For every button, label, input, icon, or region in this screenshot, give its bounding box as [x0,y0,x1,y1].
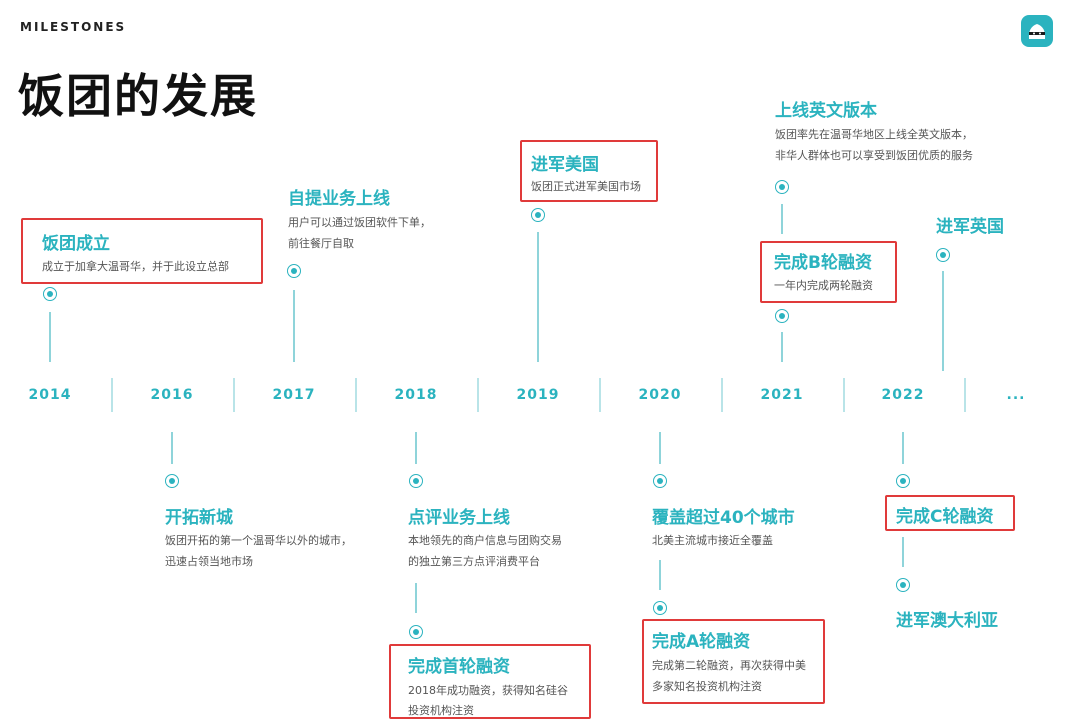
milestone-desc-english-1: 饭团率先在温哥华地区上线全英文版本， [775,128,973,141]
milestone-desc-first-round-2: 投资机构注资 [408,704,474,717]
milestone-title-first-round: 完成首轮融资 [408,657,510,677]
milestone-dot-2020-cities [653,474,667,488]
milestone-dot-2022-uk [936,248,950,262]
milestone-dot-2021-series-b [775,309,789,323]
milestone-title-pickup: 自提业务上线 [288,189,390,209]
connector-line [171,432,173,464]
connector-line [49,312,51,362]
axis-separator [843,378,845,412]
mascot-logo-icon [1021,15,1053,47]
year-label-2018: 2018 [394,387,438,403]
milestone-title-series-a: 完成A轮融资 [652,632,751,652]
milestone-desc-founded: 成立于加拿大温哥华，并于此设立总部 [42,260,229,273]
highlight-box-series-c [885,495,1015,531]
connector-line [659,560,661,590]
milestone-dot-2018-funding [409,625,423,639]
milestone-title-series-b: 完成B轮融资 [774,253,872,273]
milestone-title-australia: 进军澳大利亚 [896,611,998,631]
connector-line [902,537,904,567]
milestone-title-uk: 进军英国 [936,217,1004,237]
milestone-desc-english-2: 非华人群体也可以享受到饭团优质的服务 [775,149,973,162]
connector-line [293,290,295,362]
axis-separator [964,378,966,412]
year-label-2019: 2019 [516,387,560,403]
milestone-dot-2020-series-a [653,601,667,615]
milestone-title-series-c: 完成C轮融资 [896,507,994,527]
year-label-2021: 2021 [760,387,804,403]
highlight-box-us [520,140,658,202]
year-label-2017: 2017 [272,387,316,403]
milestone-title-founded: 饭团成立 [42,234,110,254]
axis-separator [721,378,723,412]
highlight-box-series-a [642,619,825,704]
connector-line [781,204,783,234]
milestone-desc-series-a-1: 完成第二轮融资，再次获得中美 [652,659,806,672]
connector-line [902,432,904,464]
year-label-2014: 2014 [28,387,72,403]
connector-line [415,583,417,613]
highlight-box-founded [21,218,263,284]
year-label-2022: 2022 [881,387,925,403]
milestone-title-new-city: 开拓新城 [165,508,233,528]
highlight-box-series-b [760,241,897,303]
connector-line [537,232,539,362]
connector-line [781,332,783,362]
milestone-desc-pickup-1: 用户可以通过饭团软件下单， [288,216,431,229]
connector-line [659,432,661,464]
highlight-box-first-round [389,644,591,719]
milestone-desc-cities: 北美主流城市接近全覆盖 [652,534,773,547]
milestone-dot-2017 [287,264,301,278]
section-tag: MILESTONES [20,20,127,34]
milestone-desc-series-a-2: 多家知名投资机构注资 [652,680,762,693]
year-label-2020: 2020 [638,387,682,403]
milestone-dot-2021-english [775,180,789,194]
milestone-desc-first-round-1: 2018年成功融资，获得知名硅谷 [408,684,568,697]
milestone-desc-series-b: 一年内完成两轮融资 [774,279,873,292]
milestone-title-us: 进军美国 [531,155,599,175]
page-title: 饭团的发展 [18,69,258,123]
milestone-dot-2022-series-c [896,474,910,488]
connector-line [415,432,417,464]
milestone-dot-2022-australia [896,578,910,592]
axis-separator [233,378,235,412]
milestone-title-cities: 覆盖超过40个城市 [652,508,795,528]
axis-separator [599,378,601,412]
milestone-desc-review-1: 本地领先的商户信息与团购交易 [408,534,562,547]
milestone-dot-2014 [43,287,57,301]
axis-separator [477,378,479,412]
milestone-desc-us: 饭团正式进军美国市场 [531,180,641,193]
milestone-dot-2019 [531,208,545,222]
milestone-desc-pickup-2: 前往餐厅自取 [288,237,354,250]
connector-line [942,271,944,371]
milestone-title-english: 上线英文版本 [775,101,877,121]
milestone-desc-new-city-2: 迅速占领当地市场 [165,555,253,568]
axis-separator [111,378,113,412]
milestone-desc-new-city-1: 饭团开拓的第一个温哥华以外的城市， [165,534,352,547]
milestone-dot-2018-review [409,474,423,488]
milestone-dot-2016 [165,474,179,488]
milestone-title-review: 点评业务上线 [408,508,510,528]
milestone-desc-review-2: 的独立第三方点评消费平台 [408,555,540,568]
axis-separator [355,378,357,412]
year-label-2016: 2016 [150,387,194,403]
year-label-more: ... [1006,387,1026,403]
